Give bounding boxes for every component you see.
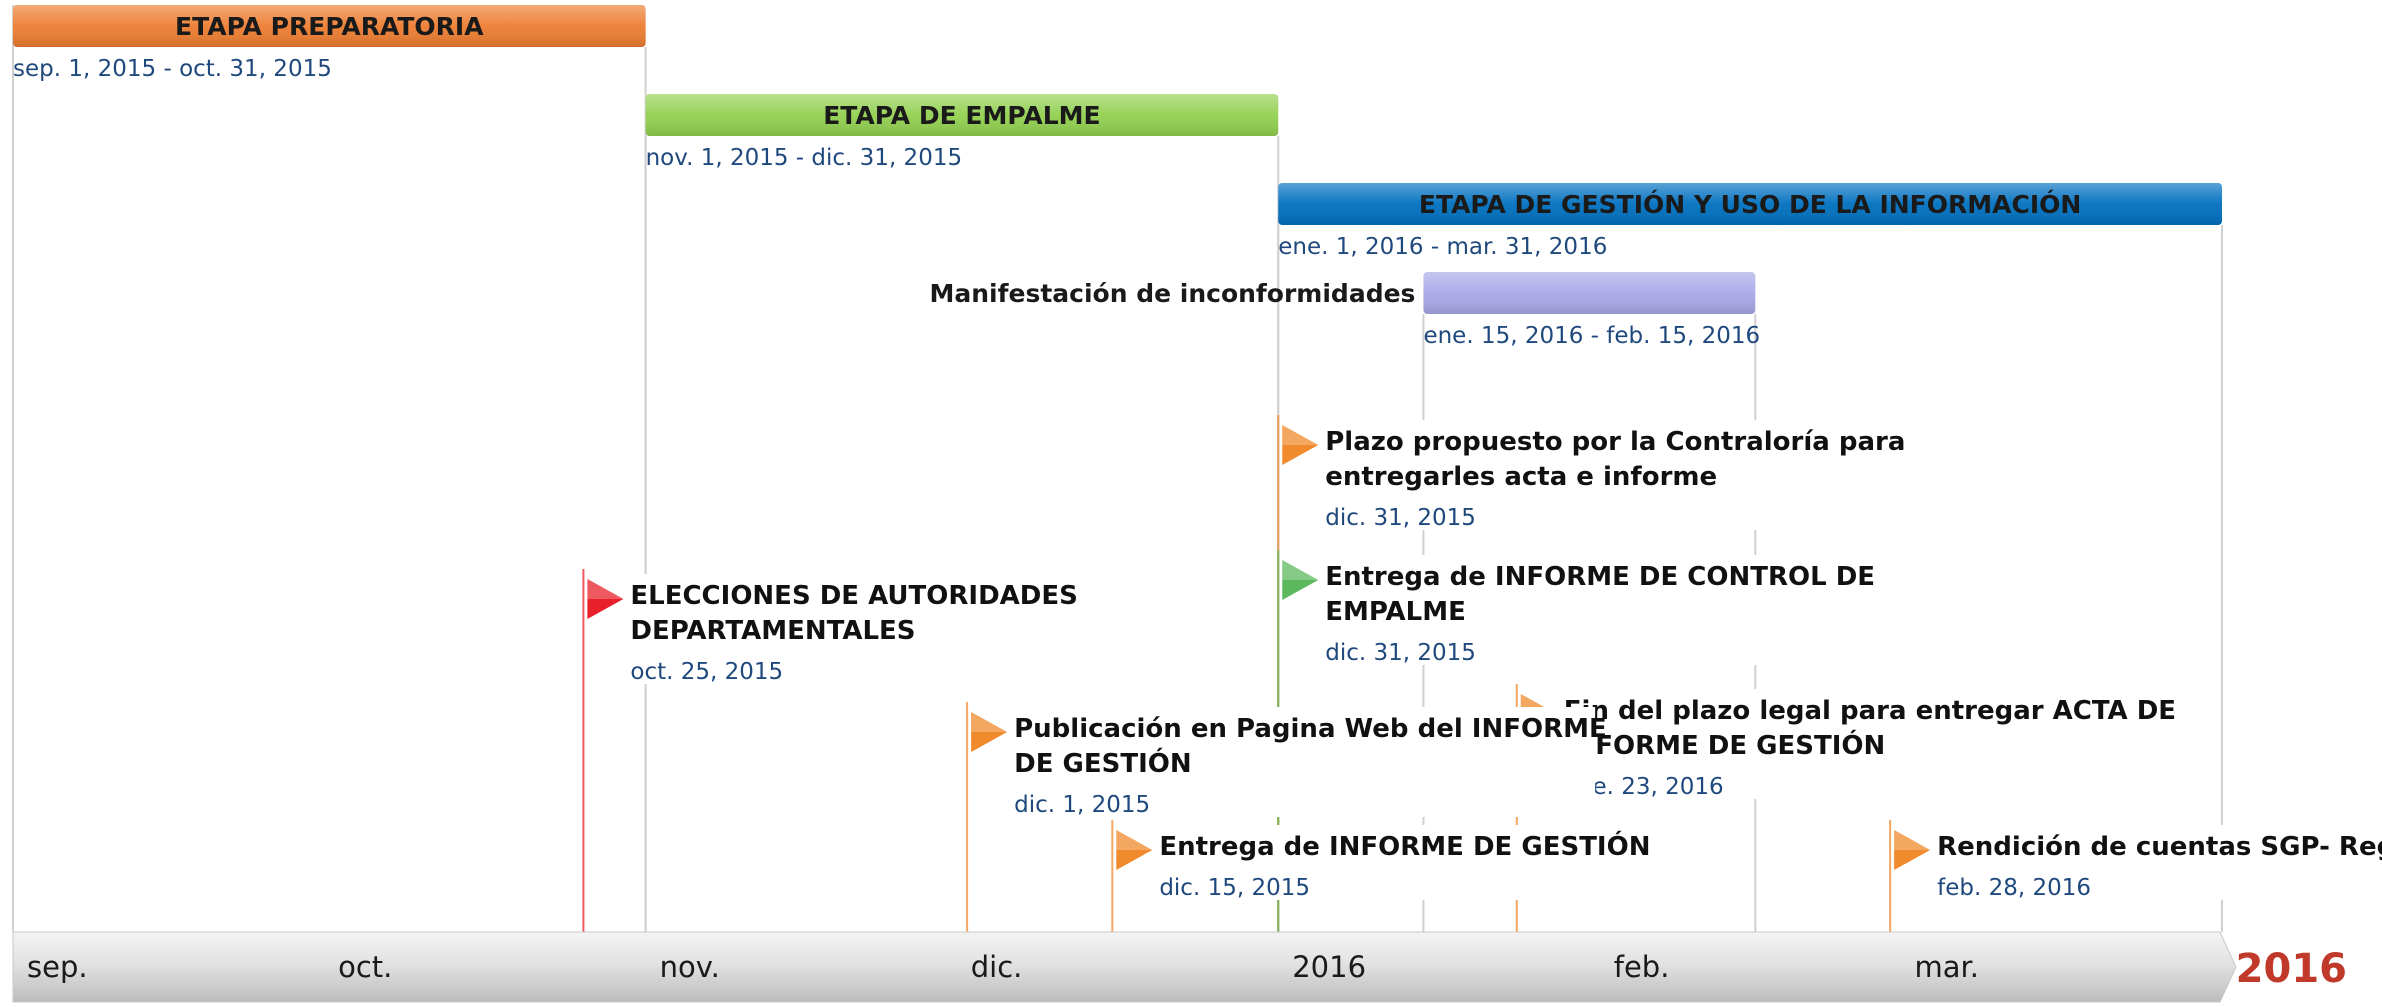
phase-3: ETAPA DE GESTIÓN Y USO DE LA INFORMACIÓN… <box>1278 183 2222 260</box>
flag-icon <box>1282 560 1319 600</box>
milestone-date: dic. 31, 2015 <box>1325 505 1476 531</box>
flag-icon <box>587 579 624 619</box>
milestone-text-backdrop <box>1005 707 1596 817</box>
milestone-text-backdrop <box>1316 420 1907 530</box>
phase-bar-shine <box>13 5 646 47</box>
phase-date-range: ene. 15, 2016 - feb. 15, 2016 <box>1423 323 1760 349</box>
milestone-title: Fin del plazo legal para entregar ACTA D… <box>1564 696 2176 726</box>
axis-month-label: feb. <box>1614 950 1670 984</box>
milestone-6: Entrega de INFORME DE GESTIÓN dic. 15, 20… <box>1111 820 1741 932</box>
phase-date-range: nov. 1, 2015 - dic. 31, 2015 <box>646 145 963 171</box>
flag-icon <box>1894 830 1931 870</box>
milestone-title: ELECCIONES DE AUTORIDADES <box>630 581 1077 611</box>
flag-highlight <box>587 579 624 599</box>
phase-bar-shine <box>1423 272 1756 314</box>
milestone-title: DEPARTAMENTALES <box>630 616 915 646</box>
phase-date-range: ene. 1, 2016 - mar. 31, 2016 <box>1278 234 1607 260</box>
flag-icon <box>1116 830 1153 870</box>
phase-title: ETAPA DE EMPALME <box>823 101 1100 130</box>
time-axis: sep. oct. nov. dic. 2016 feb. mar. 2016 <box>12 931 2347 1003</box>
phase-date-range: sep. 1, 2015 - oct. 31, 2015 <box>13 56 332 82</box>
flag-highlight <box>1282 560 1319 580</box>
milestone-date: oct. 25, 2015 <box>630 659 783 685</box>
phase-1: ETAPA PREPARATORIA sep. 1, 2015 - oct. 31… <box>13 5 646 82</box>
phase-title: ETAPA DE GESTIÓN Y USO DE LA INFORMACIÓN <box>1419 189 2081 219</box>
flag-highlight <box>1116 830 1153 850</box>
milestone-date: dic. 1, 2015 <box>1014 792 1150 818</box>
milestone-date: dic. 31, 2015 <box>1325 640 1476 666</box>
axis-month-label: mar. <box>1915 950 1980 984</box>
milestone-date: feb. 28, 2016 <box>1937 875 2091 901</box>
flag-highlight <box>1282 425 1319 445</box>
milestone-2: Entrega de INFORME DE CONTROL DE EMPALME d… <box>1277 550 1907 932</box>
phase-title: ETAPA PREPARATORIA <box>175 12 484 41</box>
axis-month-label: dic. <box>971 950 1023 984</box>
milestones: Plazo propuesto por la Contraloría para e… <box>582 415 2382 932</box>
milestone-title: Entrega de INFORME DE CONTROL DE <box>1325 562 1875 592</box>
axis-month-label: nov. <box>660 950 720 984</box>
axis-month-label: sep. <box>27 950 88 984</box>
milestone-title: EMPALME <box>1325 597 1466 627</box>
milestone-text-backdrop <box>1554 689 2145 799</box>
axis-band <box>12 931 2237 1003</box>
phase-bar-shine <box>645 94 1279 136</box>
phases: ETAPA PREPARATORIA sep. 1, 2015 - oct. 31… <box>13 5 2222 349</box>
flag-icon <box>971 712 1008 752</box>
phase-2: ETAPA DE EMPALME nov. 1, 2015 - dic. 31, … <box>645 94 1279 171</box>
milestone-text-backdrop <box>1928 825 2382 900</box>
milestone-title: Entrega de INFORME DE GESTIÓN <box>1159 830 1650 862</box>
axis-month-label: 2016 <box>1292 950 1366 984</box>
flag-highlight <box>1894 830 1931 850</box>
axis-month-label: oct. <box>338 950 392 984</box>
milestone-3: ELECCIONES DE AUTORIDADES DEPARTAMENTALES… <box>582 569 1212 932</box>
phase-4: Manifestación de inconformidades ene. 15,… <box>930 272 1760 349</box>
phase-bar-shine <box>1278 183 2222 225</box>
milestone-text-backdrop <box>1150 825 1741 900</box>
year-tag: 2016 <box>2236 946 2347 992</box>
milestone-5: Publicación en Pagina Web del INFORMEDE … <box>966 702 1607 932</box>
milestone-title: Rendición de cuentas SGP- Regalías <box>1937 832 2382 862</box>
milestone-4: Fin del plazo legal para entregar ACTA D… <box>1515 684 2176 932</box>
milestone-7: Rendición de cuentas SGP- Regalías feb. 2… <box>1889 820 2382 932</box>
milestone-text-backdrop <box>1316 555 1907 665</box>
milestone-title: entregarles acta e informe <box>1325 462 1717 492</box>
milestone-text-backdrop <box>621 574 1212 684</box>
phase-title: Manifestación de inconformidades <box>930 279 1416 308</box>
milestone-title: Plazo propuesto por la Contraloría para <box>1325 427 1905 457</box>
milestone-title: INFORME DE GESTIÓN <box>1564 729 1886 761</box>
flag-highlight <box>971 712 1008 732</box>
milestone-date: dic. 15, 2015 <box>1159 875 1310 901</box>
milestone-title: Publicación en Pagina Web del INFORME <box>1014 714 1607 744</box>
milestone-title: DE GESTIÓN <box>1014 747 1192 779</box>
flag-icon <box>1282 425 1319 465</box>
